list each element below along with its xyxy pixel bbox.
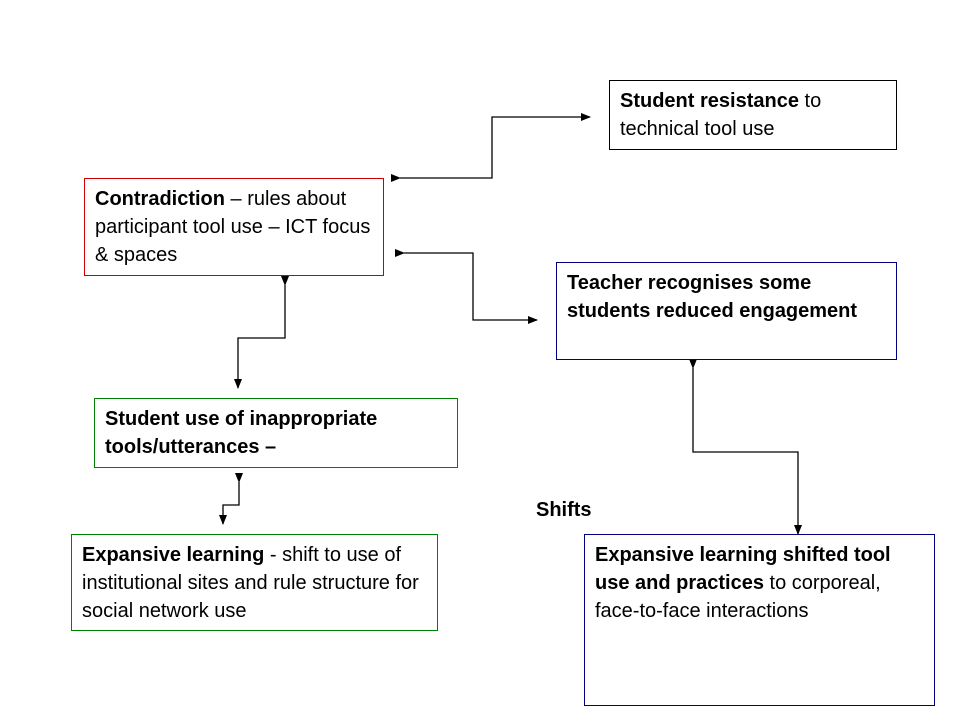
connector-contradiction-teacher: [395, 249, 538, 324]
student-resistance-bold: Student resistance: [620, 90, 799, 112]
connector-teacher-expansive-right: [689, 359, 802, 535]
student-resistance-text: to technical tool use: [620, 90, 822, 140]
expansive-left-text: - shift to use of institutional sites an…: [82, 544, 419, 622]
expansive-learning-left-box: Expansive learning - shift to use of ins…: [71, 534, 438, 631]
connector-contradiction-resistance: [391, 113, 591, 182]
shifts-label: Shifts: [536, 499, 592, 521]
teacher-recognises-box: Teacher recognises some students reduced…: [556, 262, 897, 360]
student-use-box: Student use of inappropriate tools/utter…: [94, 398, 458, 468]
contradiction-text: – rules about participant tool use – ICT…: [95, 188, 371, 266]
connector-contradiction-student-use: [234, 276, 289, 389]
teacher-recognises-text: Teacher recognises some students reduced…: [567, 272, 858, 322]
expansive-right-text: to corporeal, face-to-face interactions: [595, 572, 881, 622]
connector-student-use-expansive-left: [219, 473, 243, 525]
expansive-learning-right-box: Expansive learning shifted tool use and …: [584, 534, 935, 706]
student-use-text: Student use of inappropriate tools/utter…: [105, 408, 378, 458]
student-resistance-box: Student resistance to technical tool use: [609, 80, 897, 150]
expansive-left-bold: Expansive learning: [82, 544, 265, 566]
expansive-right-bold: Expansive learning shifted tool use and …: [595, 544, 891, 594]
contradiction-bold: Contradiction: [95, 188, 225, 210]
contradiction-box: Contradiction – rules about participant …: [84, 178, 384, 276]
